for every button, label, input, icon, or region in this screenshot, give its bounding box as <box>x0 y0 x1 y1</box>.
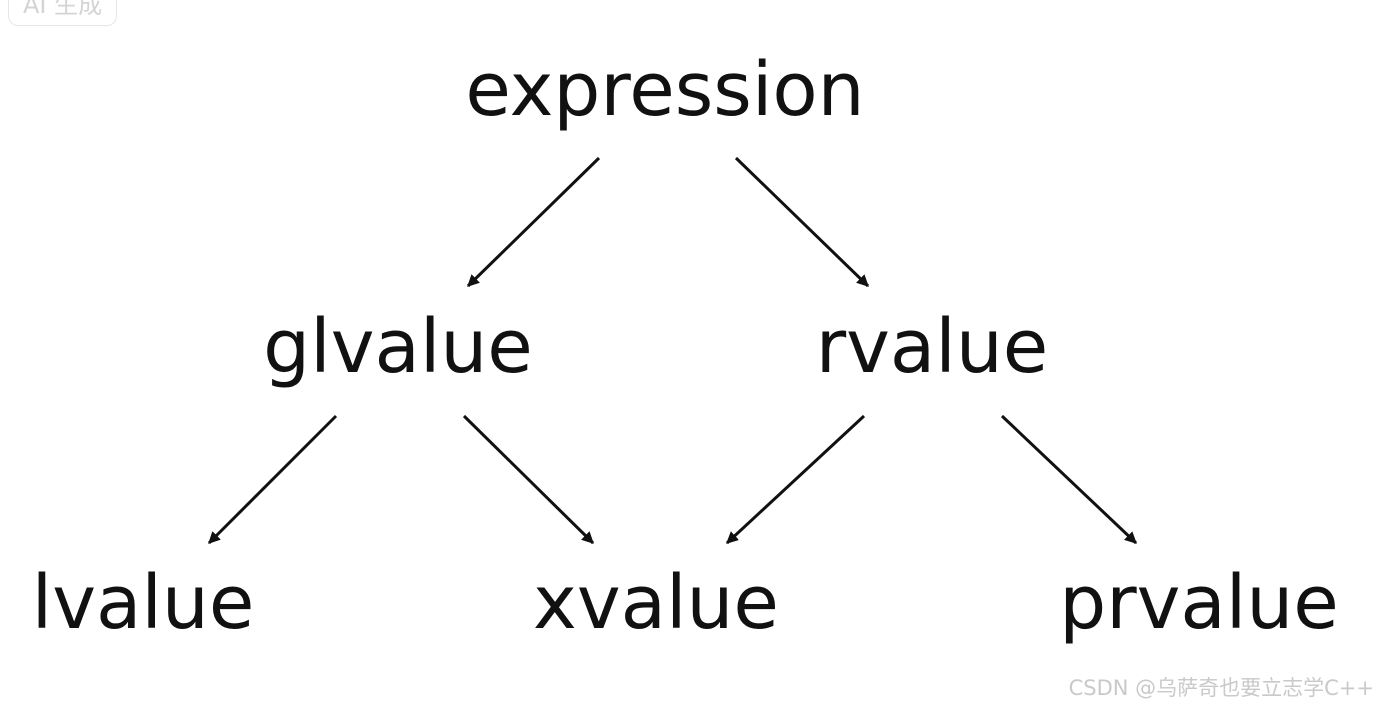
arrow-rvalue-to-prvalue <box>1000 414 1138 545</box>
arrow-glvalue-to-xvalue <box>462 414 595 545</box>
arrow-expression-to-glvalue <box>466 156 601 288</box>
node-xvalue: xvalue <box>533 560 779 646</box>
ai-generated-badge: AI 生成 <box>8 0 118 26</box>
arrow-rvalue-to-xvalue <box>725 414 866 545</box>
csdn-watermark: CSDN @乌萨奇也要立志学C++ <box>1068 676 1374 700</box>
node-expression: expression <box>465 47 864 133</box>
node-prvalue: prvalue <box>1059 560 1339 646</box>
arrow-glvalue-to-lvalue <box>207 414 338 545</box>
node-rvalue: rvalue <box>816 304 1049 390</box>
arrow-expression-to-rvalue <box>734 156 870 288</box>
node-lvalue: lvalue <box>32 560 255 646</box>
node-glvalue: glvalue <box>263 304 533 390</box>
